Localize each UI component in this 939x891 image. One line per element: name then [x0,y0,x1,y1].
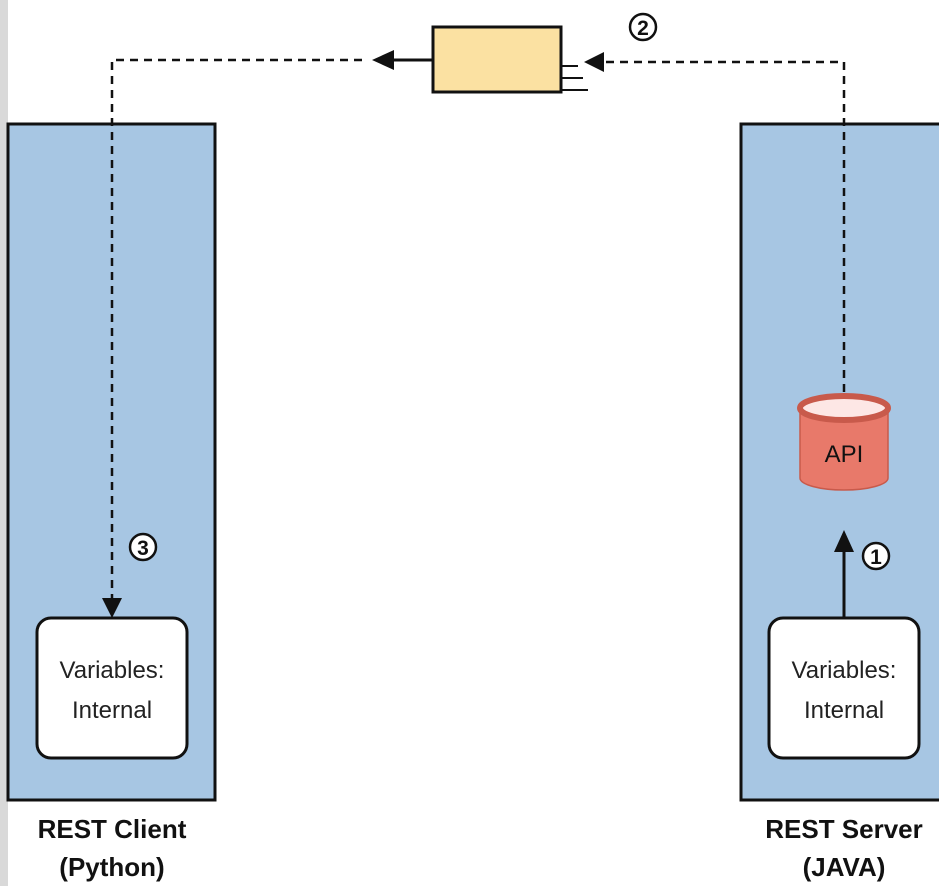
left-edge-strip [0,0,8,886]
queue-output-arrowhead [372,50,394,70]
step2-number: 2 [637,17,649,40]
step2-badge [628,12,658,42]
rest-server-caption-line1: REST Server [765,814,923,844]
client-variables-box [35,616,189,760]
api-cylinder-body [799,407,889,491]
client-variables-label-line2: Internal [72,697,152,724]
message-queue-box [431,25,563,94]
rest-server-caption-line2: (JAVA) [802,852,886,882]
server-variables-box [767,616,921,760]
server-variables-label-line1: Variables: [792,657,897,684]
step3-number: 3 [137,537,149,560]
queue-input-arrowhead [584,52,604,72]
queue-to-client-dashed-line [110,58,362,600]
server-to-queue-dashed-line [603,60,846,392]
step1-badge [861,541,891,571]
server-variables-label-line2: Internal [804,697,884,724]
rest-server-caption: REST Server (JAVA) [734,810,939,886]
api-cylinder-top [797,393,891,423]
api-label: API [825,441,864,468]
rest-client-caption: REST Client (Python) [2,810,222,886]
api-cylinder-icon [797,393,891,491]
step3-arrowhead [102,598,122,618]
step1-arrowhead [834,530,854,552]
client-variables-label-line1: Variables: [60,657,165,684]
rest-client-caption-line1: REST Client [37,814,187,844]
rest-client-caption-line2: (Python) [59,852,165,882]
step1-number: 1 [870,546,882,569]
step3-badge [128,532,158,562]
